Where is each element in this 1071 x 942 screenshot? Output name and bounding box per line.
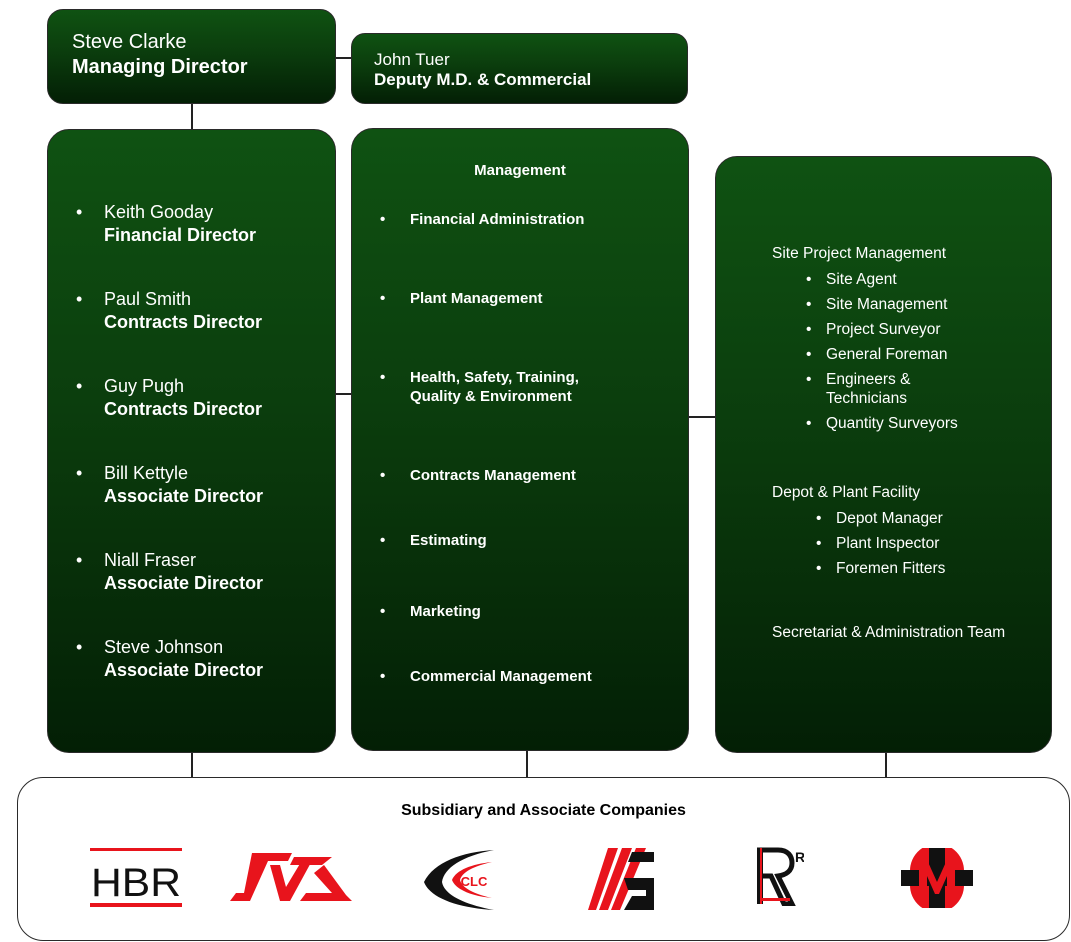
management-heading: Management	[474, 162, 566, 179]
depot-item: Plant Inspector	[780, 534, 1030, 553]
hbr-logo: HBR	[88, 848, 184, 908]
svg-text:CLC: CLC	[461, 874, 488, 889]
site-project-item: Site Management	[770, 295, 1030, 314]
md-name: Steve Clarke	[72, 31, 187, 53]
connector-md-directors	[191, 103, 193, 130]
managing-director-box: Steve Clarke Managing Director	[47, 9, 336, 104]
management-item: Commercial Management	[352, 667, 592, 686]
rl-logo: R	[756, 846, 805, 907]
connector-directors-management	[335, 393, 351, 395]
site-project-item: Site Agent	[770, 270, 1030, 289]
connector-directors-subsidiaries	[191, 752, 193, 778]
site-box: Site Project Management Site Agent Site …	[715, 156, 1052, 753]
site-project-item: Project Surveyor	[770, 320, 1030, 339]
connector-md-deputy	[335, 57, 351, 59]
svg-text:HBR: HBR	[91, 861, 181, 905]
subsidiaries-heading: Subsidiary and Associate Companies	[401, 802, 686, 819]
site-project-item: Quantity Surveyors	[770, 414, 1030, 433]
clc-logo: CLC	[422, 848, 498, 912]
management-box: Management Financial Administration Plan…	[351, 128, 689, 751]
connector-site-subsidiaries	[885, 752, 887, 778]
management-item: Estimating	[352, 531, 487, 550]
jvs-logo	[230, 851, 352, 907]
site-project-list: Site Agent Site Management Project Surve…	[770, 270, 1030, 439]
connector-management-subsidiaries	[526, 750, 528, 778]
depot-item: Depot Manager	[780, 509, 1030, 528]
deputy-name: John Tuer	[374, 50, 450, 69]
depot-list: Depot Manager Plant Inspector Foremen Fi…	[780, 509, 1030, 584]
subsidiaries-box: Subsidiary and Associate Companies	[17, 777, 1070, 941]
g-logo	[588, 848, 654, 910]
management-item: Contracts Management	[352, 466, 576, 485]
secretariat-heading: Secretariat & Administration Team	[772, 624, 1006, 641]
deputy-md-box: John Tuer Deputy M.D. & Commercial	[351, 33, 688, 104]
management-item: Health, Safety, Training, Quality & Envi…	[352, 368, 610, 406]
md-title: Managing Director	[72, 56, 248, 78]
management-item: Marketing	[352, 602, 481, 621]
site-project-item: General Foreman	[770, 345, 1030, 364]
deputy-title: Deputy M.D. & Commercial	[374, 70, 592, 89]
site-project-item: Engineers & Technicians	[770, 370, 956, 408]
connector-management-site	[688, 416, 716, 418]
m-logo	[901, 843, 973, 913]
site-project-heading: Site Project Management	[772, 245, 947, 262]
management-item: Financial Administration	[352, 210, 584, 229]
depot-item: Foremen Fitters	[780, 559, 1030, 578]
depot-heading: Depot & Plant Facility	[772, 484, 921, 501]
management-item: Plant Management	[352, 289, 543, 308]
svg-text:R: R	[795, 849, 804, 865]
